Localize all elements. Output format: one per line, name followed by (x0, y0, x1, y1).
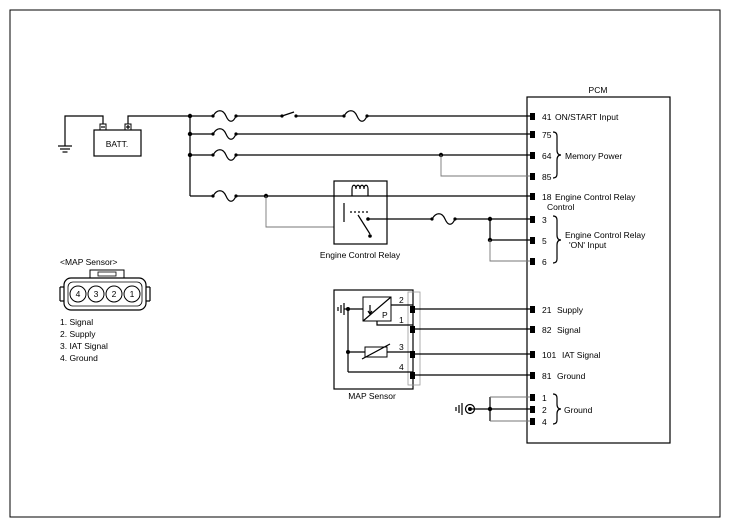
pin-number: 3 (542, 215, 547, 225)
pcm-title: PCM (589, 85, 608, 95)
battery: BATT. (93, 123, 142, 157)
pin-label: Signal (557, 325, 581, 335)
connector-pin: 3 (94, 289, 99, 299)
pin-number: 5 (542, 236, 547, 246)
pin-number: 18 (542, 192, 552, 202)
connector-legend-item: 3. IAT Signal (60, 341, 108, 351)
pcm-ground-icon (455, 403, 476, 415)
pcm-group-brackets: Memory Power Engine Control Relay 'ON' I… (552, 131, 646, 425)
map-sensor: P 2 1 3 4 MAP Sensor (333, 289, 421, 401)
pin-label: Ground (557, 371, 586, 381)
wire-pin-18 (190, 190, 532, 228)
connector-legend-item: 4. Ground (60, 353, 98, 363)
pin-label: IAT Signal (562, 350, 601, 360)
connector-pin: 2 (112, 289, 117, 299)
pin-number: 1 (542, 393, 547, 403)
pin-number: 21 (542, 305, 552, 315)
pin-number: 41 (542, 112, 552, 122)
group-ground: Ground (564, 405, 593, 415)
diagram-frame (9, 9, 721, 518)
pressure-symbol: P (382, 310, 388, 320)
group-relay-on-input-line2: 'ON' Input (569, 240, 607, 250)
wire-pin-64 (190, 149, 532, 177)
pin-label: Supply (557, 305, 584, 315)
connector-legend-item: 2. Supply (60, 329, 96, 339)
pin-number: 64 (542, 151, 552, 161)
wire-pin-75 (190, 128, 532, 140)
map-sensor-connector: <MAP Sensor> 4 3 2 1 1. Signal 2. Supply… (59, 257, 151, 363)
pin-number: 101 (542, 350, 556, 360)
pcm-module: PCM (526, 85, 671, 444)
pin-number: 81 (542, 371, 552, 381)
pin-label: Engine Control Relay (555, 192, 636, 202)
pcm-pin-labels: 41 ON/START Input 75 64 85 18 Engine Con… (542, 112, 636, 427)
pin-number: 75 (542, 130, 552, 140)
pin-number: 4 (542, 417, 547, 427)
group-relay-on-input: Engine Control Relay (565, 230, 646, 240)
pin-number: 2 (542, 405, 547, 415)
pin-label: ON/START Input (555, 112, 619, 122)
relay-label: Engine Control Relay (320, 250, 401, 260)
map-pin-label: 3 (399, 342, 404, 352)
map-pin-label: 2 (399, 295, 404, 305)
connector-legend-item: 1. Signal (60, 317, 93, 327)
pin-number: 82 (542, 325, 552, 335)
ground-wiring (472, 396, 532, 422)
battery-label: BATT. (106, 139, 129, 149)
battery-ground-icon (58, 115, 104, 153)
connector-title: <MAP Sensor> (60, 257, 118, 267)
wire-relay-output (368, 213, 532, 262)
pin-label-line2: Control (547, 202, 575, 212)
pcm-pin-terminals (410, 113, 535, 425)
engine-control-relay: Engine Control Relay (320, 180, 401, 260)
wire-pin-41 (190, 110, 532, 122)
connector-pin: 1 (130, 289, 135, 299)
sensor-ground-icon (337, 303, 348, 315)
pin-number: 85 (542, 172, 552, 182)
map-pin-label: 4 (399, 362, 404, 372)
group-memory-power: Memory Power (565, 151, 622, 161)
pin-number: 6 (542, 257, 547, 267)
map-sensor-label: MAP Sensor (348, 391, 396, 401)
connector-pin: 4 (76, 289, 81, 299)
map-pin-label: 1 (399, 315, 404, 325)
